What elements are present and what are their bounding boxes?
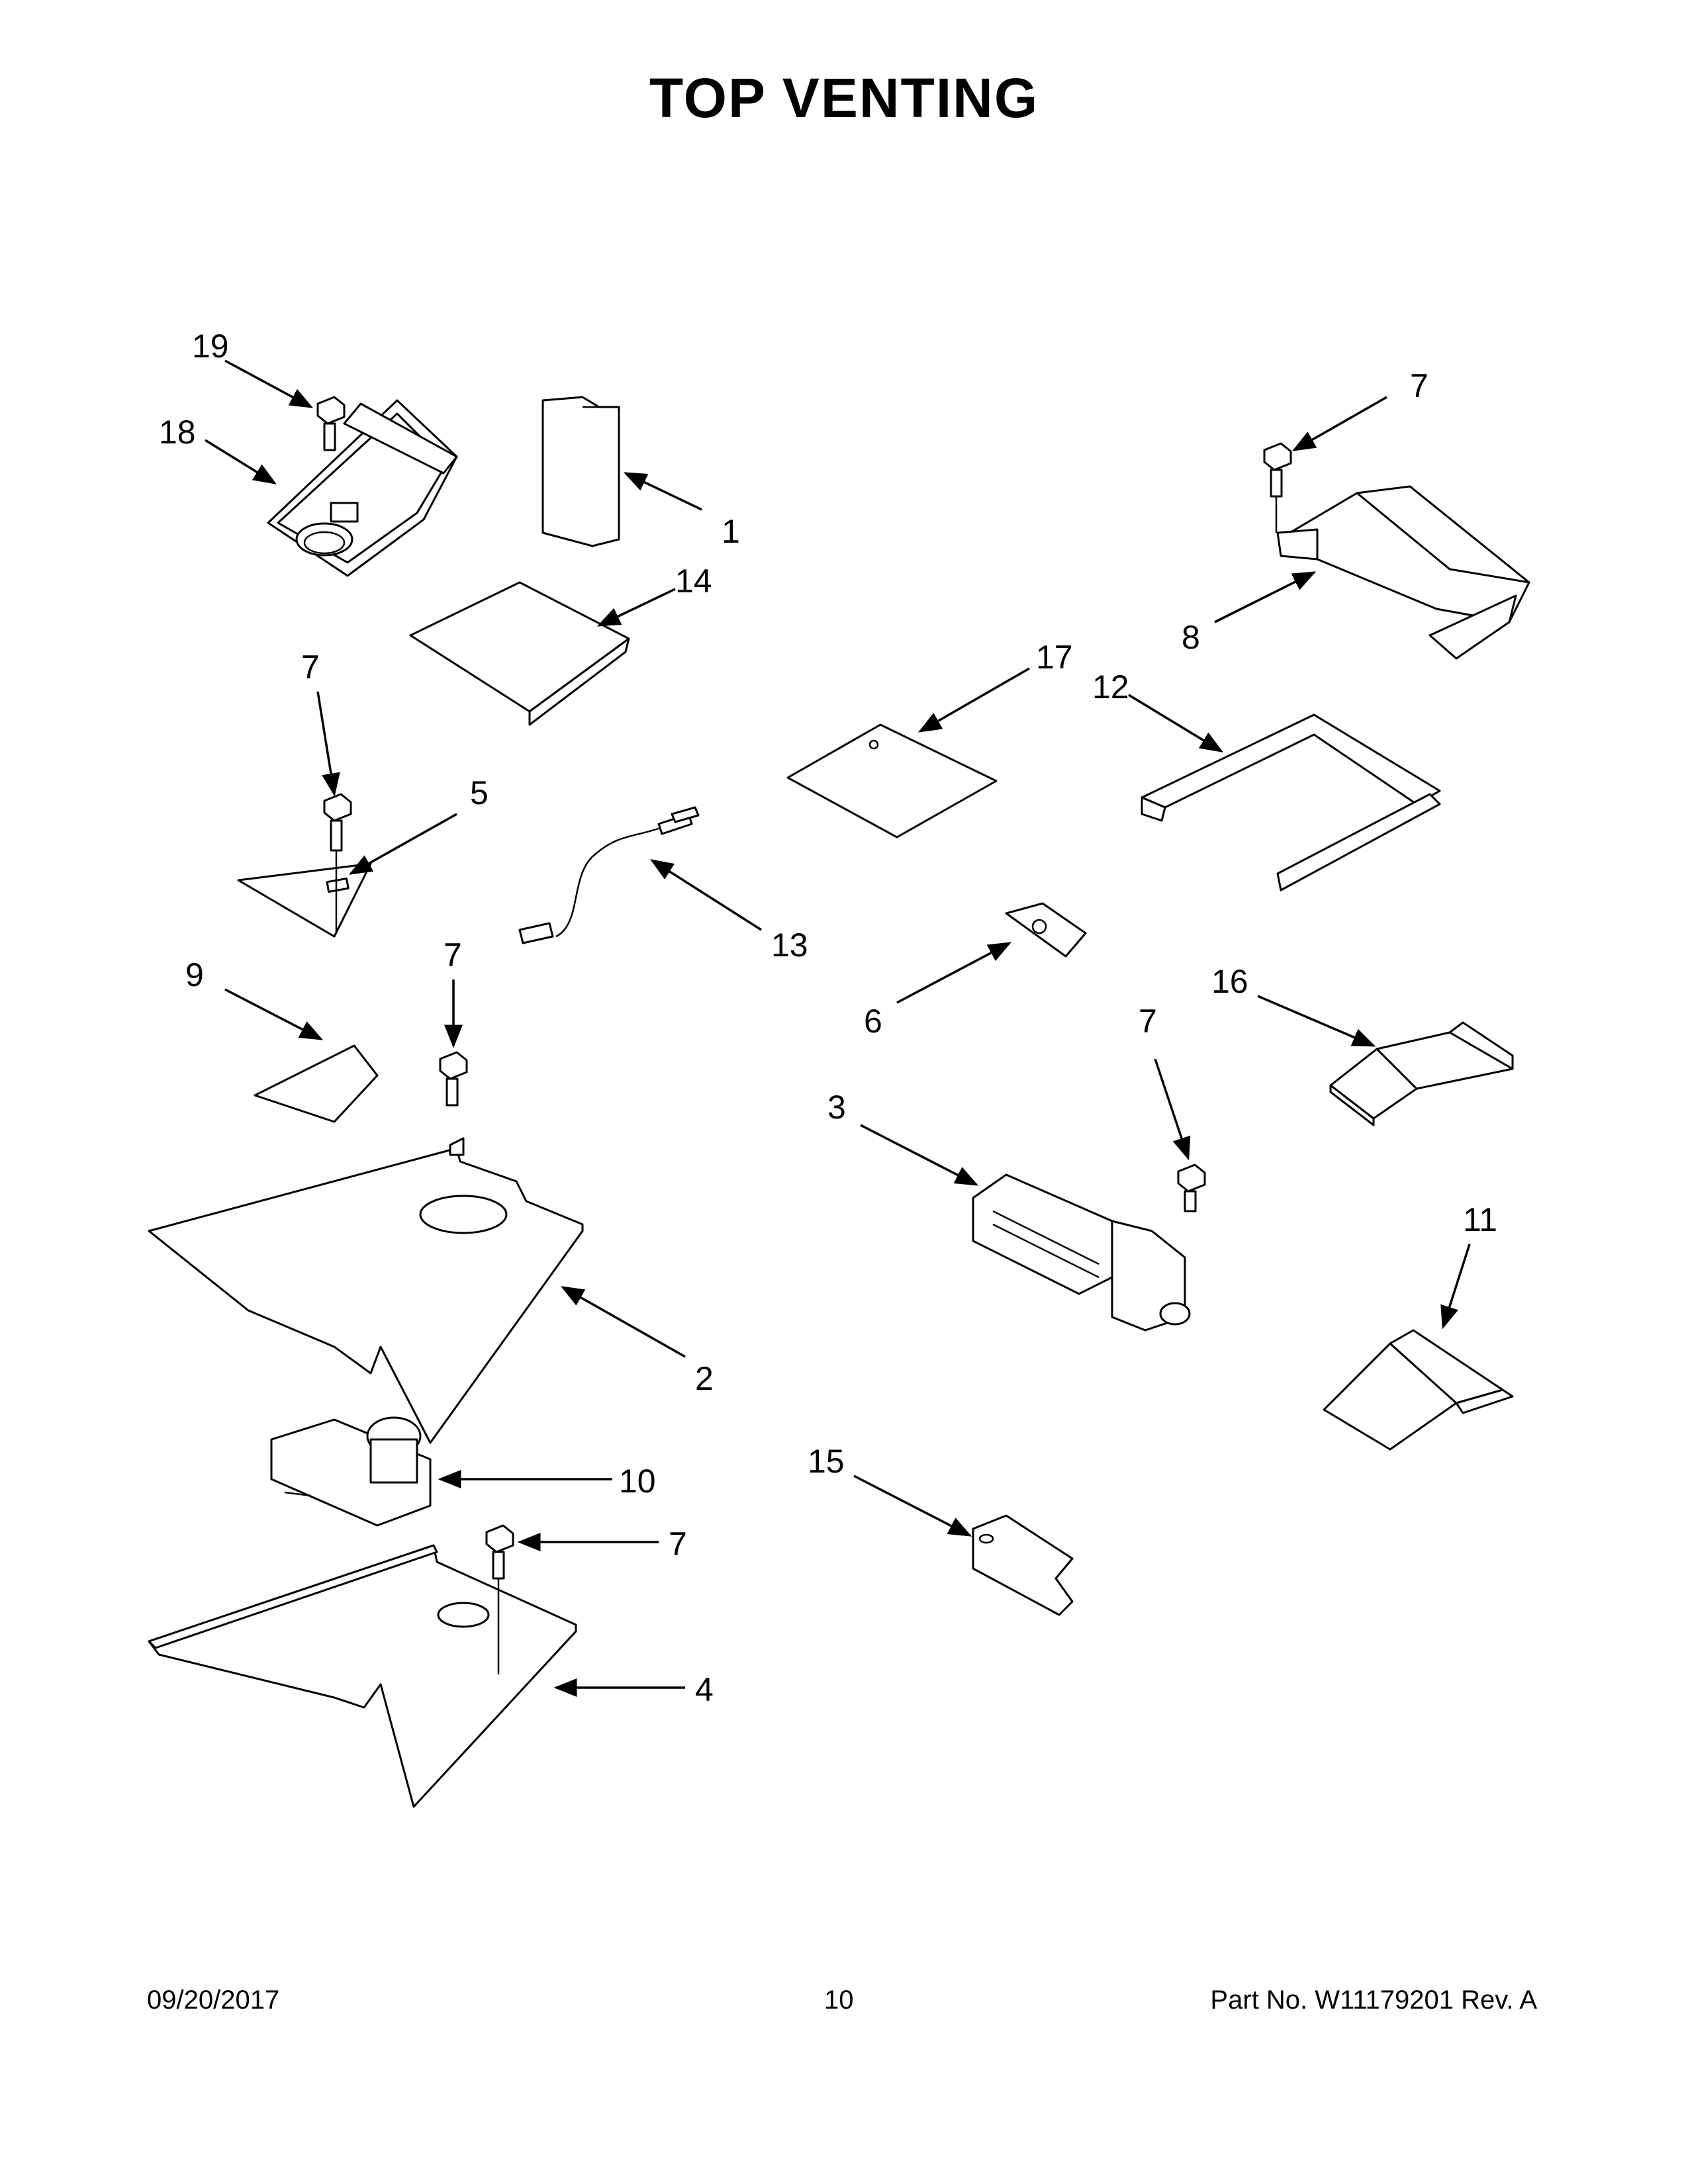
callout-10: 10 bbox=[619, 1463, 656, 1500]
part-11-bracket bbox=[1323, 1329, 1514, 1451]
part-7-screw-center-right bbox=[1177, 1163, 1206, 1212]
callout-7-center-right: 7 bbox=[1139, 1003, 1157, 1040]
callout-7-left-upper: 7 bbox=[301, 649, 320, 686]
part-17-plate bbox=[786, 723, 998, 839]
part-6-plate bbox=[1005, 902, 1087, 958]
part-8-bracket bbox=[1276, 485, 1530, 660]
part-7-screw-left-lower bbox=[485, 1524, 514, 1674]
callout-3: 3 bbox=[827, 1089, 846, 1126]
part-16-bracket bbox=[1329, 1021, 1514, 1126]
part-19-screw bbox=[316, 396, 346, 451]
part-7-screw-upper-right bbox=[1263, 442, 1292, 533]
callout-8: 8 bbox=[1182, 619, 1200, 656]
part-4-bottom-panel bbox=[148, 1544, 577, 1808]
callout-7-left-lower: 7 bbox=[669, 1525, 687, 1563]
part-7-screw-left-middle bbox=[439, 1051, 468, 1107]
part-1-panel bbox=[541, 396, 620, 547]
callout-7-left-middle: 7 bbox=[444, 936, 462, 974]
footer-part-number: Part No. W11179201 Rev. A bbox=[1210, 1985, 1537, 2015]
callout-16: 16 bbox=[1211, 963, 1248, 1000]
footer-date: 09/20/2017 bbox=[147, 1985, 280, 2015]
part-15-shield bbox=[972, 1514, 1074, 1616]
part-13-wire bbox=[518, 806, 700, 944]
callout-6: 6 bbox=[864, 1003, 882, 1040]
callout-12: 12 bbox=[1092, 668, 1129, 705]
callout-19: 19 bbox=[192, 328, 229, 365]
callout-17: 17 bbox=[1036, 639, 1073, 676]
callout-1: 1 bbox=[722, 513, 740, 550]
callout-5: 5 bbox=[470, 774, 489, 811]
callout-18: 18 bbox=[159, 414, 196, 451]
page-title: TOP VENTING bbox=[649, 67, 1039, 129]
callout-4: 4 bbox=[695, 1671, 714, 1708]
part-2-top-panel bbox=[148, 1137, 584, 1444]
part-18-damper-housing bbox=[267, 399, 458, 577]
leader-lines bbox=[205, 359, 1471, 1697]
part-10-motor bbox=[270, 1416, 432, 1527]
part-3-valve-assembly bbox=[972, 1173, 1191, 1332]
callout-13: 13 bbox=[771, 927, 808, 964]
callout-9: 9 bbox=[185, 956, 204, 993]
callout-numbers: 19 18 1 14 7 8 7 5 17 12 13 9 7 6 7 16 3… bbox=[159, 328, 1497, 1708]
part-12-frame bbox=[1141, 713, 1441, 891]
part-9-plate bbox=[254, 1044, 379, 1123]
callout-15: 15 bbox=[808, 1443, 845, 1480]
callout-14: 14 bbox=[675, 563, 712, 600]
callout-7-upper-right: 7 bbox=[1410, 367, 1429, 404]
part-5-plate bbox=[237, 862, 372, 938]
callout-11: 11 bbox=[1463, 1201, 1497, 1238]
part-7-screw-left-upper bbox=[323, 793, 352, 933]
footer-page-number: 10 bbox=[824, 1985, 854, 2015]
part-14-cover bbox=[409, 581, 630, 726]
callout-2: 2 bbox=[695, 1360, 714, 1397]
